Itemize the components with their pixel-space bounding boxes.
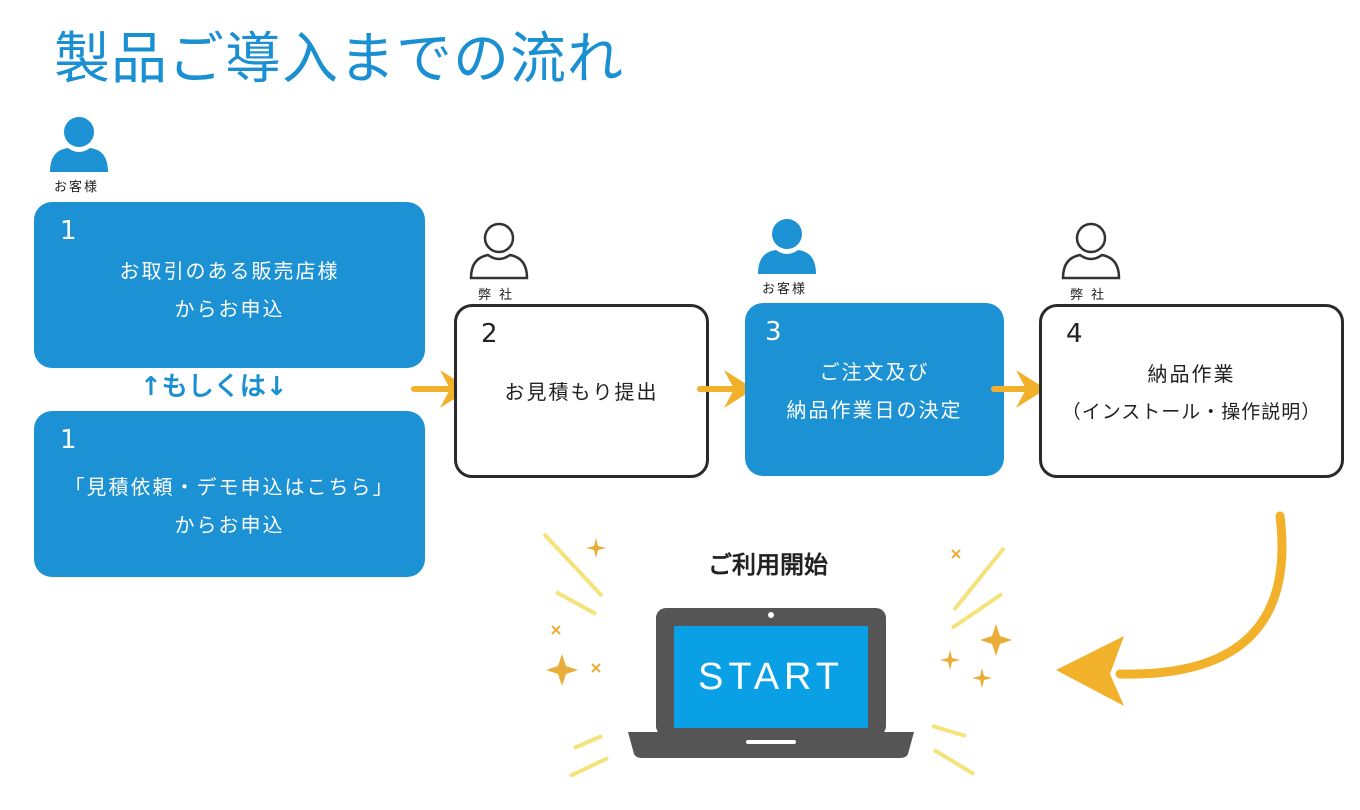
step4-delivery-box: 4 納品作業 （インストール・操作説明） [1039, 304, 1344, 478]
start-screen-text: START [697, 655, 845, 698]
step2-line1: お見積もり提出 [504, 380, 659, 404]
step1-dealer-box: 1 お取引のある販売店様 からお申込 [34, 202, 425, 368]
customer-person-icon [50, 117, 108, 172]
step3-line2: 納品作業日の決定 [786, 398, 963, 422]
step1-web-line2: からお申込 [174, 513, 285, 537]
laptop-icon [628, 608, 914, 758]
step4-line2: （インストール・操作説明） [1061, 401, 1322, 423]
sparkle-left-icon [542, 532, 609, 778]
step1-web-line1: 「見積依頼・デモ申込はこちら」 [64, 475, 395, 499]
page-title: 製品ご導入までの流れ [54, 27, 624, 92]
step3-line1: ご注文及び [819, 360, 930, 384]
step1-dealer-line2: からお申込 [174, 297, 285, 321]
customer-person-icon [758, 219, 816, 274]
sparkle-right-icon [931, 546, 1012, 776]
company-label: 弊 社 [1070, 288, 1107, 303]
start-caption: ご利用開始 [708, 551, 828, 579]
company-person-icon [1061, 222, 1121, 280]
customer-label: お客様 [54, 180, 100, 195]
step2-estimate-box: 2 お見積もり提出 [454, 304, 709, 478]
step3-order-box: 3 ご注文及び 納品作業日の決定 [745, 303, 1004, 476]
step4-line1: 納品作業 [1147, 362, 1236, 386]
company-person-icon [469, 222, 529, 280]
step-number: 4 [1066, 319, 1083, 349]
step-number: 3 [765, 317, 782, 347]
company-label: 弊 社 [478, 288, 515, 303]
arrow-right-icon [991, 370, 1046, 408]
or-label: ↑もしくは↓ [140, 372, 288, 402]
arrow-right-icon [697, 370, 754, 408]
step-number: 1 [60, 216, 77, 246]
customer-label: お客様 [762, 282, 808, 297]
step-number: 2 [481, 319, 498, 349]
curved-arrow-icon [1056, 511, 1287, 706]
step1-web-box: 1 「見積依頼・デモ申込はこちら」 からお申込 [34, 411, 425, 577]
step-number: 1 [60, 425, 77, 455]
step1-dealer-line1: お取引のある販売店様 [119, 259, 340, 283]
